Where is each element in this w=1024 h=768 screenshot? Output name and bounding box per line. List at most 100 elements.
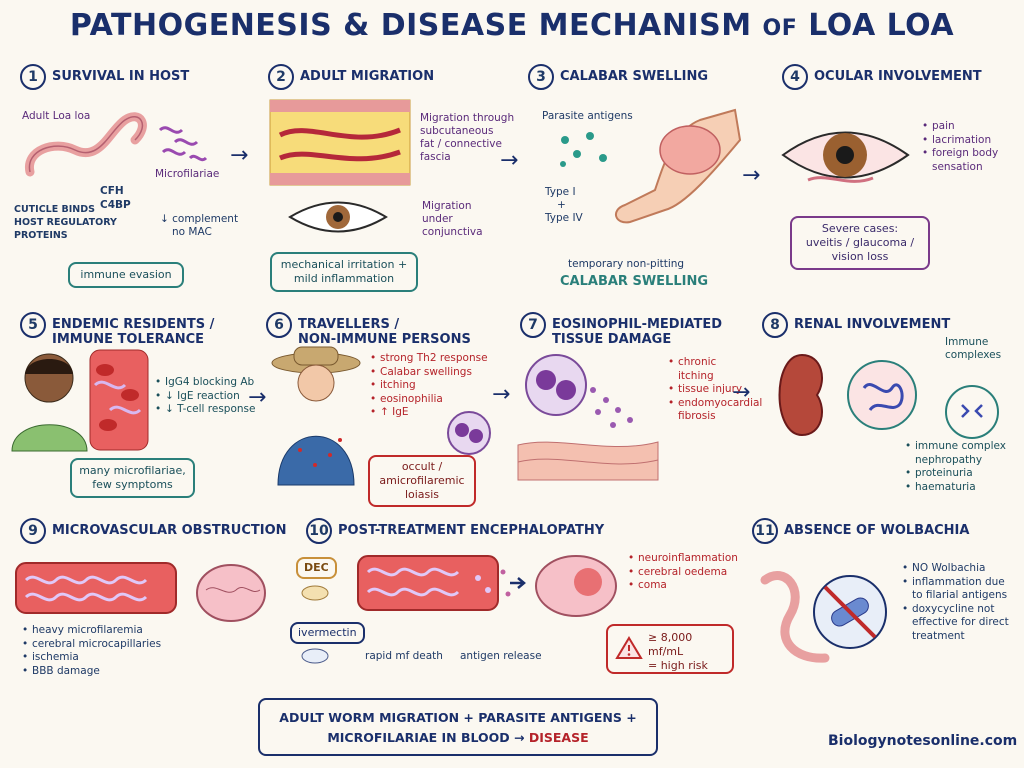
risk-line-1: ≥ 8,000 mf/mL (648, 631, 693, 658)
section-number: 7 (520, 312, 546, 338)
warning-icon (615, 636, 643, 659)
section-number: 8 (762, 312, 788, 338)
title-line-1: EOSINOPHIL-MEDIATED (552, 317, 723, 332)
list-item: haematuria (905, 481, 1015, 495)
list-item: ↓ IgE reaction (155, 390, 255, 404)
section-3-header: 3 CALABAR SWELLING (528, 64, 708, 90)
cuticle-text: CUTICLE BINDS HOST REGULATORY PROTEINS (14, 203, 117, 242)
list-item: endomyocardial fibrosis (668, 397, 762, 424)
list-item: ischemia (22, 651, 161, 665)
list-item: chronic itching (668, 356, 748, 383)
list-item: Calabar swellings (370, 366, 488, 380)
antigen-release-label: antigen release (460, 650, 542, 662)
adult-loa-label: Adult Loa loa (22, 110, 91, 122)
list-item: neuroinflammation (628, 552, 738, 566)
traveller-symptom-list: strong Th2 response Calabar swellings it… (370, 352, 488, 420)
encephalopathy-list: neuroinflammation cerebral oedema coma (628, 552, 738, 593)
pill-icon (301, 585, 329, 601)
mechanical-irritation-box: mechanical irritation + mild inflammatio… (270, 252, 418, 292)
section-title: RENAL INVOLVEMENT (794, 317, 951, 332)
title-line-1: TRAVELLERS / (298, 317, 400, 332)
list-item: IgG4 blocking Ab (155, 376, 255, 390)
section-title: EOSINOPHIL-MEDIATED TISSUE DAMAGE (552, 317, 722, 347)
list-item: cerebral oedema (628, 566, 738, 580)
title-end: LOA LOA (808, 8, 955, 43)
immune-line-1: Immune (945, 336, 989, 348)
section-6-header: 6 TRAVELLERS / NON-IMMUNE PERSONS (266, 312, 471, 347)
calabar-swelling-label: CALABAR SWELLING (560, 274, 708, 289)
kidney-illustration (778, 353, 999, 439)
immune-evasion-box: immune evasion (68, 262, 184, 288)
hypersensitivity-text: Type I + Type IV (545, 186, 583, 225)
tablet-icon (301, 648, 329, 664)
temporary-label: temporary non-pitting (568, 258, 685, 270)
no-wolbachia-illustration (760, 571, 887, 663)
box-line-1: many microfilariae, (79, 464, 186, 477)
list-item: ↑ IgE (370, 406, 488, 420)
section-number: 5 (20, 312, 46, 338)
list-item: NO Wolbachia (902, 562, 1018, 576)
cuticle-line-2: HOST REGULATORY (14, 217, 117, 228)
box-line-1: occult / (401, 460, 443, 473)
section-title: ABSENCE OF WOLBACHIA (784, 523, 970, 538)
plus-label: + (557, 199, 566, 211)
list-item: inflammation due to filarial antigens (902, 576, 1018, 603)
list-item: ↓ T-cell response (155, 403, 255, 417)
list-item: itching (370, 379, 488, 393)
antigens-label: Parasite antigens (542, 110, 633, 122)
section-title: TRAVELLERS / NON-IMMUNE PERSONS (298, 317, 471, 347)
conjunctiva-text: Migration under conjunctiva (422, 200, 483, 239)
list-item: lacrimation (922, 134, 1017, 148)
section-2-header: 2 ADULT MIGRATION (268, 64, 434, 90)
tolerance-list: IgG4 blocking Ab ↓ IgE reaction ↓ T-cell… (155, 376, 255, 417)
section-title: ENDEMIC RESIDENTS / IMMUNE TOLERANCE (52, 317, 214, 347)
vessel-mf-death-illustration (357, 555, 617, 617)
list-item: strong Th2 response (370, 352, 488, 366)
arrow-1-2-icon: → (230, 143, 249, 168)
section-5-header: 5 ENDEMIC RESIDENTS / IMMUNE TOLERANCE (20, 312, 214, 347)
section-title: MICROVASCULAR OBSTRUCTION (52, 523, 287, 538)
microfilariae-icon (158, 126, 208, 162)
nomac-line: no MAC (172, 226, 212, 238)
occult-loiasis-box: occult / amicrofilaremic loiasis (368, 455, 476, 507)
section-11-header: 11 ABSENCE OF WOLBACHIA (752, 518, 969, 544)
list-item: eosinophilia (370, 393, 488, 407)
section-4-header: 4 OCULAR INVOLVEMENT (782, 64, 982, 90)
adult-worm-illustration (25, 112, 147, 177)
section-number: 4 (782, 64, 808, 90)
list-item: cerebral microcapillaries (22, 638, 161, 652)
severe-cases-box: Severe cases: uveitis / glaucoma / visio… (790, 216, 930, 270)
microvascular-list: heavy microfilaremia cerebral microcapil… (22, 624, 161, 678)
box-line-1: mechanical irritation + (280, 258, 408, 271)
summary-disease: DISEASE (528, 730, 589, 745)
list-item: BBB damage (22, 665, 161, 679)
eosinophil-small-icon (447, 411, 491, 455)
section-number: 10 (306, 518, 332, 544)
complement-line: ↓ complement (160, 213, 239, 225)
list-item: coma (628, 579, 738, 593)
section-9-header: 9 MICROVASCULAR OBSTRUCTION (20, 518, 287, 544)
box-line-2: amicrofilaremic (379, 474, 465, 487)
list-item: pain (922, 120, 1017, 134)
title-line-2: TISSUE DAMAGE (552, 332, 672, 347)
migration-line-1: Migration through (420, 112, 515, 124)
list-item: doxycycline not effective for direct tre… (902, 603, 1018, 644)
section-number: 9 (20, 518, 46, 544)
box-line-2: uveitis / glaucoma / (805, 236, 915, 249)
risk-line-2: = high risk (648, 659, 708, 672)
conjunctiva-line-3: conjunctiva (422, 226, 483, 238)
page-title: PATHOGENESIS & DISEASE MECHANISM OF LOA … (0, 8, 1024, 43)
migration-line-2: subcutaneous (420, 125, 494, 137)
list-item: immune complex nephropathy (905, 440, 1015, 467)
title-main: PATHOGENESIS & DISEASE MECHANISM (69, 8, 752, 43)
title-line-2: NON-IMMUNE PERSONS (298, 332, 471, 347)
conjunctiva-line-1: Migration (422, 200, 472, 212)
box-line-1: Severe cases: (821, 222, 899, 235)
immune-line-2: complexes (945, 349, 1002, 361)
many-microfilariae-box: many microfilariae, few symptoms (70, 458, 195, 498)
section-title: POST-TREATMENT ENCEPHALOPATHY (338, 523, 605, 538)
arrow-3-4-icon: → (742, 163, 761, 188)
section-7-header: 7 EOSINOPHIL-MEDIATED TISSUE DAMAGE (520, 312, 722, 347)
section-title: SURVIVAL IN HOST (52, 69, 190, 84)
arrow-6-7-icon: → (492, 382, 511, 407)
